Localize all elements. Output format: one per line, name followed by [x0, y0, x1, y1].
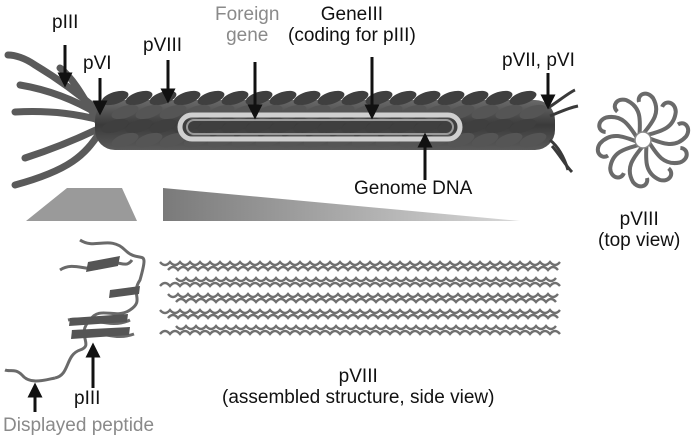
piii-callout — [26, 188, 137, 221]
coat-segment — [519, 132, 547, 148]
coat-segment — [485, 118, 513, 134]
label-piii-bottom: pIII — [74, 388, 101, 409]
coat-segment — [461, 118, 489, 134]
coat-segment — [495, 132, 523, 148]
helix-coil — [175, 324, 557, 331]
coat-segment — [485, 90, 513, 106]
coat-segment — [461, 90, 489, 106]
coat-segment — [293, 118, 321, 134]
coat-segment — [197, 90, 225, 106]
coat-segment — [101, 90, 129, 106]
top-view-helix — [644, 144, 674, 183]
coat-segment — [341, 118, 369, 134]
top-view-helix — [612, 97, 642, 136]
piii-beta-sheets — [69, 256, 140, 339]
top-view-helix — [636, 91, 659, 136]
coat-segment — [135, 132, 163, 148]
piii-tails — [4, 51, 104, 189]
label-geneiii-line1: GeneIII — [320, 4, 384, 25]
coat-segment — [173, 90, 201, 106]
coat-segment — [317, 90, 345, 106]
helix-coil — [167, 313, 559, 320]
coat-segment — [389, 90, 417, 106]
coat-segment — [365, 118, 393, 134]
coat-segment — [495, 104, 523, 120]
helix-coil — [167, 292, 559, 299]
label-foreign-gene: Foreign gene — [215, 4, 279, 46]
pointer-arrows — [27, 45, 556, 412]
helix-coil — [159, 281, 561, 288]
label-pviii-assembled-line2: (assembled structure, side view) — [222, 387, 495, 408]
top-view-helix — [597, 114, 639, 140]
coat-segment — [509, 118, 537, 134]
pviii-callout — [163, 188, 520, 221]
label-pvii-pvi: pVII, pVI — [502, 50, 575, 71]
coat-segment — [269, 118, 297, 134]
coat-segment — [471, 132, 499, 148]
coat-segment — [413, 90, 441, 106]
label-pvi: pVI — [83, 53, 112, 74]
label-pviii-assembled-line1: pVIII — [338, 366, 378, 387]
label-pviii-top-view-line1: pVIII — [619, 209, 659, 230]
top-view-helix — [627, 144, 650, 189]
coat-segment — [159, 104, 187, 120]
helix-coil — [159, 260, 561, 267]
coat-segment — [101, 118, 129, 134]
label-displayed-peptide: Displayed peptide — [3, 415, 155, 436]
helix-coil — [175, 297, 557, 304]
pviii-top-view-structure — [595, 91, 691, 189]
coat-segment — [159, 132, 187, 148]
coat-segment — [111, 132, 139, 148]
coat-segment — [197, 118, 225, 134]
pviii-assembled-helices — [159, 260, 561, 336]
helix-coil — [159, 308, 561, 315]
label-foreign-gene-line1: Foreign — [215, 4, 280, 25]
coat-segment — [293, 90, 321, 106]
coat-segment — [125, 118, 153, 134]
coat-segment — [519, 104, 547, 120]
coat-segment — [135, 104, 163, 120]
label-genome-dna: Genome DNA — [354, 178, 473, 199]
coat-segment — [149, 118, 177, 134]
coat-segment — [471, 104, 499, 120]
top-view-helix — [595, 134, 639, 159]
label-piii-top: pIII — [52, 12, 79, 33]
label-pviii: pVIII — [143, 35, 183, 56]
coat-segment — [125, 90, 153, 106]
coat-segment — [317, 118, 345, 134]
coat-segment — [111, 104, 139, 120]
top-view-helix — [647, 140, 689, 166]
coat-segment — [341, 90, 369, 106]
piii-ribbon-structure — [4, 238, 146, 383]
helix-coil — [167, 265, 559, 272]
top-view-helix — [646, 100, 678, 138]
helix-coil — [159, 329, 561, 336]
label-pviii-top-view-line2: (top view) — [598, 230, 681, 251]
coat-segment — [269, 90, 297, 106]
coat-segment — [413, 118, 441, 134]
label-geneiii: GeneIII (coding for pIII) — [288, 4, 416, 46]
label-geneiii-line2: (coding for pIII) — [288, 25, 416, 46]
coat-segment — [389, 118, 417, 134]
label-pviii-assembled: pVIII (assembled structure, side view) — [222, 366, 494, 408]
coat-segment — [245, 118, 273, 134]
genome-dna-loop — [177, 112, 463, 142]
top-view-helix — [647, 121, 691, 146]
helix-coil — [175, 276, 557, 283]
label-pviii-top-view: pVIII (top view) — [598, 209, 680, 251]
coat-segment — [509, 90, 537, 106]
coat-segment — [245, 90, 273, 106]
coat-segment — [221, 90, 249, 106]
top-view-core — [634, 131, 652, 149]
coat-segment — [221, 118, 249, 134]
label-foreign-gene-line2: gene — [226, 25, 269, 46]
coat-segment — [437, 90, 465, 106]
top-view-helix — [608, 142, 640, 180]
